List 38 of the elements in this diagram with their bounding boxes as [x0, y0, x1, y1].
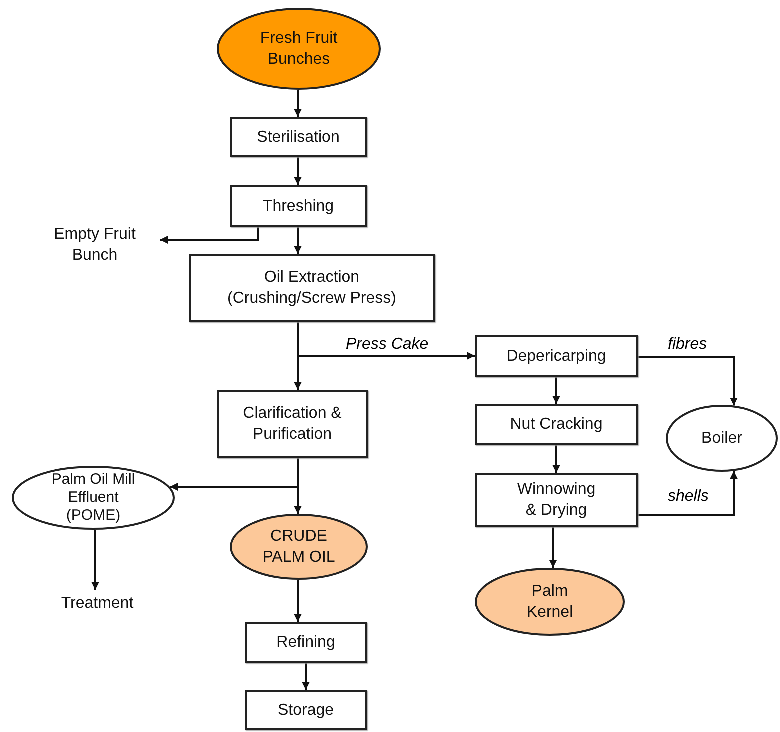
node-label: Nut Cracking: [509, 415, 604, 435]
process-box: [245, 690, 367, 730]
process-box: [217, 390, 368, 458]
arrow: [297, 322, 475, 360]
arrow: [294, 227, 302, 254]
node-label: Palm Oil Mill Effluent (POME): [52, 471, 136, 525]
output-label: Empty Fruit Bunch: [53, 225, 137, 266]
node-label: Threshing: [262, 196, 336, 216]
process-box: [475, 335, 638, 377]
process-box: [245, 622, 367, 663]
node-label: Sterilisation: [256, 128, 341, 148]
node-label: CRUDE PALM OIL: [262, 527, 336, 568]
arrow: [638, 356, 738, 406]
arrow: [638, 471, 738, 516]
output-label: Treatment: [60, 594, 135, 614]
process-box: [230, 117, 367, 157]
node-label: Boiler: [700, 429, 744, 449]
node-label: Fresh Fruit Bunches: [259, 29, 339, 70]
arrow: [552, 377, 560, 404]
process-box: [230, 185, 367, 227]
node-label: Storage: [276, 700, 336, 720]
node-label: Oil Extraction (Crushing/Screw Press): [226, 268, 398, 309]
process-box: [475, 404, 638, 445]
arrow: [294, 157, 302, 185]
arrow: [552, 445, 560, 473]
process-box: [475, 473, 638, 527]
node-label: Winnowing & Drying: [516, 480, 597, 521]
arrow: [294, 580, 302, 622]
arrow: [302, 663, 310, 690]
node-label: Refining: [276, 633, 336, 653]
arrow: [160, 227, 259, 244]
node-label: Palm Kernel: [526, 582, 574, 623]
arrow: [549, 527, 558, 568]
arrow: [92, 530, 100, 590]
node-label: Clarification & Purification: [242, 404, 343, 445]
node-label: Depericarping: [506, 346, 608, 366]
process-box: [189, 254, 435, 322]
arrow: [294, 90, 302, 117]
